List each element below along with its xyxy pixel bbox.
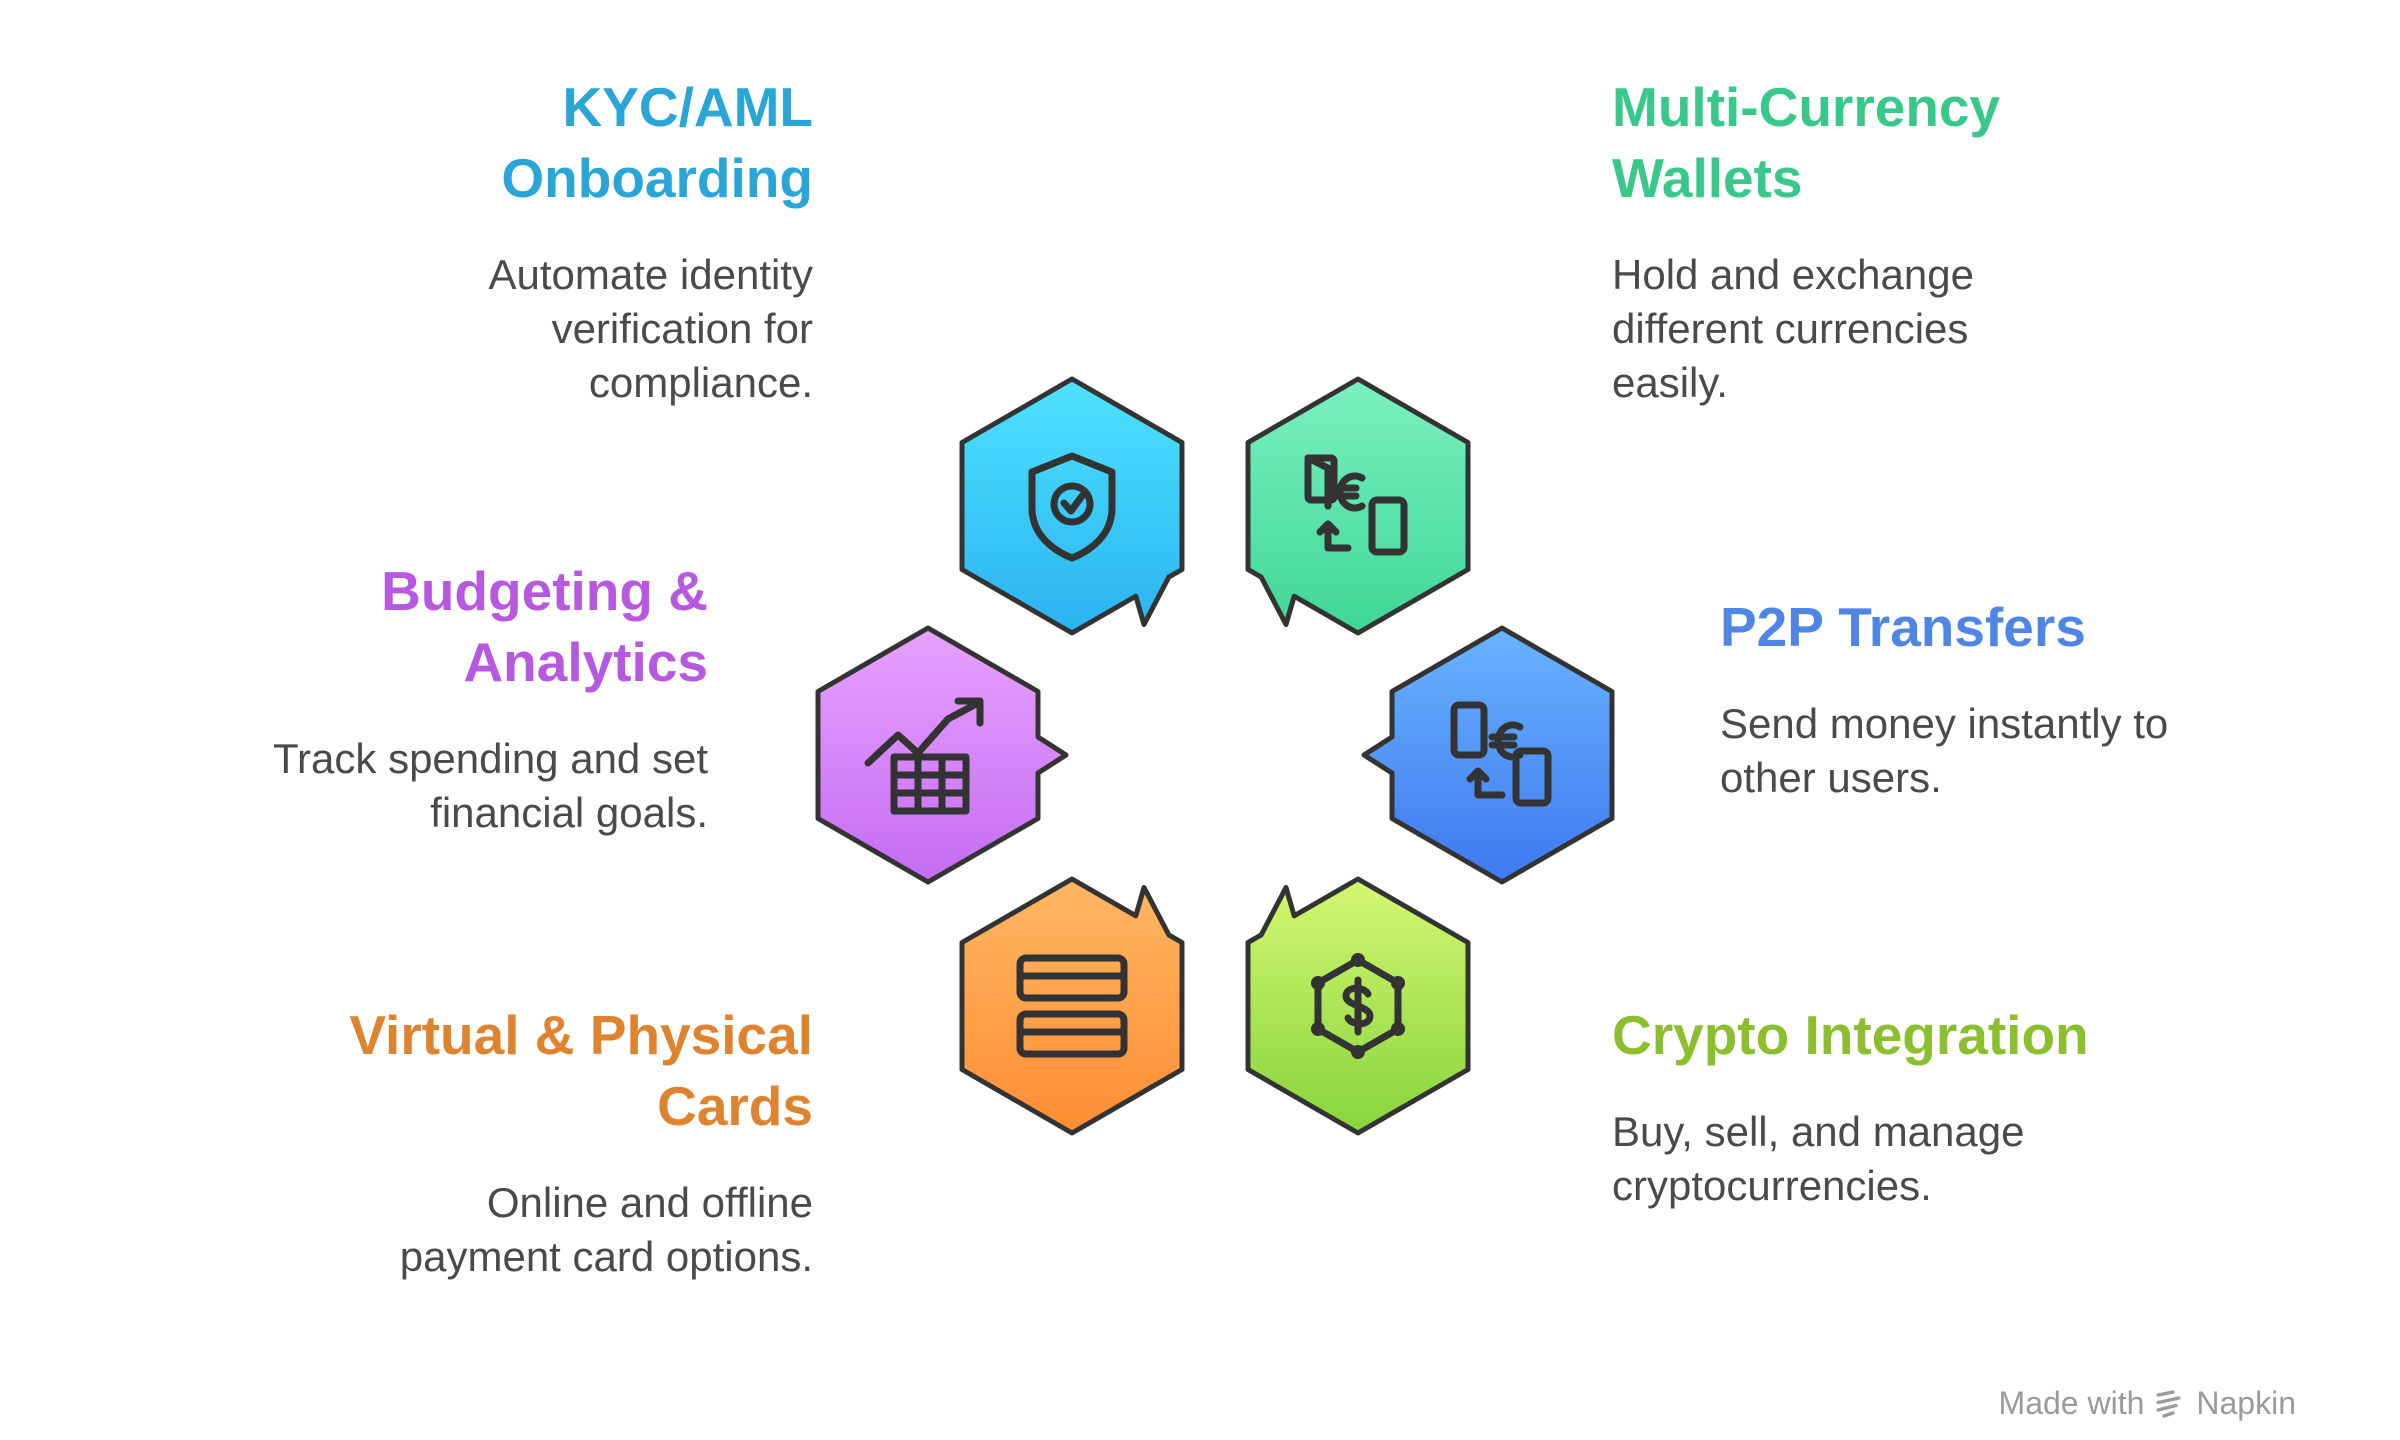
wallets-hexagon bbox=[1245, 376, 1471, 636]
cards-hexagon-shape bbox=[959, 876, 1185, 1136]
napkin-logo-icon bbox=[2156, 1389, 2182, 1418]
wallets-description: Hold and exchange different currencies e… bbox=[1612, 251, 1974, 406]
cards-block: Virtual & Physical Cards Online and offl… bbox=[193, 1000, 813, 1284]
budgeting-hexagon bbox=[815, 625, 1069, 885]
made-with-credit: Made with Napkin bbox=[1999, 1385, 2296, 1422]
shield-check-icon bbox=[1028, 452, 1116, 562]
kyc-description: Automate identity verification for compl… bbox=[488, 251, 813, 406]
budgeting-description: Track spending and set financial goals. bbox=[272, 735, 708, 836]
cards-description: Online and offline payment card options. bbox=[399, 1179, 813, 1280]
p2p-title: P2P Transfers bbox=[1720, 596, 2086, 658]
p2p-hexagon bbox=[1361, 625, 1615, 885]
crypto-block: Crypto Integration Buy, sell, and manage… bbox=[1612, 1000, 2232, 1213]
wallets-title: Multi-Currency Wallets bbox=[1612, 76, 2001, 209]
p2p-hexagon-shape bbox=[1361, 625, 1615, 885]
p2p-transfer-icon bbox=[1450, 701, 1552, 807]
p2p-block: P2P Transfers Send money instantly to ot… bbox=[1720, 592, 2320, 805]
kyc-title: KYC/AML Onboarding bbox=[501, 76, 813, 209]
kyc-hexagon bbox=[959, 376, 1185, 636]
credit-text: Made with bbox=[1998, 1385, 2145, 1421]
growth-chart-icon bbox=[864, 697, 984, 815]
crypto-description: Buy, sell, and manage cryptocurrencies. bbox=[1612, 1108, 2025, 1209]
kyc-block: KYC/AML Onboarding Automate identity ver… bbox=[253, 72, 813, 410]
crypto-hexagon bbox=[1245, 876, 1471, 1136]
budgeting-title: Budgeting & Analytics bbox=[381, 560, 708, 693]
crypto-title: Crypto Integration bbox=[1612, 1004, 2089, 1066]
payment-cards-icon bbox=[1016, 954, 1128, 1058]
cards-hexagon bbox=[959, 876, 1185, 1136]
credit-brand: Napkin bbox=[2196, 1385, 2296, 1421]
p2p-description: Send money instantly to other users. bbox=[1720, 700, 2169, 801]
wallets-block: Multi-Currency Wallets Hold and exchange… bbox=[1612, 72, 2172, 410]
currency-exchange-icon bbox=[1304, 454, 1408, 556]
budgeting-block: Budgeting & Analytics Track spending and… bbox=[148, 556, 708, 840]
cards-title: Virtual & Physical Cards bbox=[349, 1004, 813, 1137]
crypto-dollar-icon bbox=[1311, 953, 1405, 1059]
